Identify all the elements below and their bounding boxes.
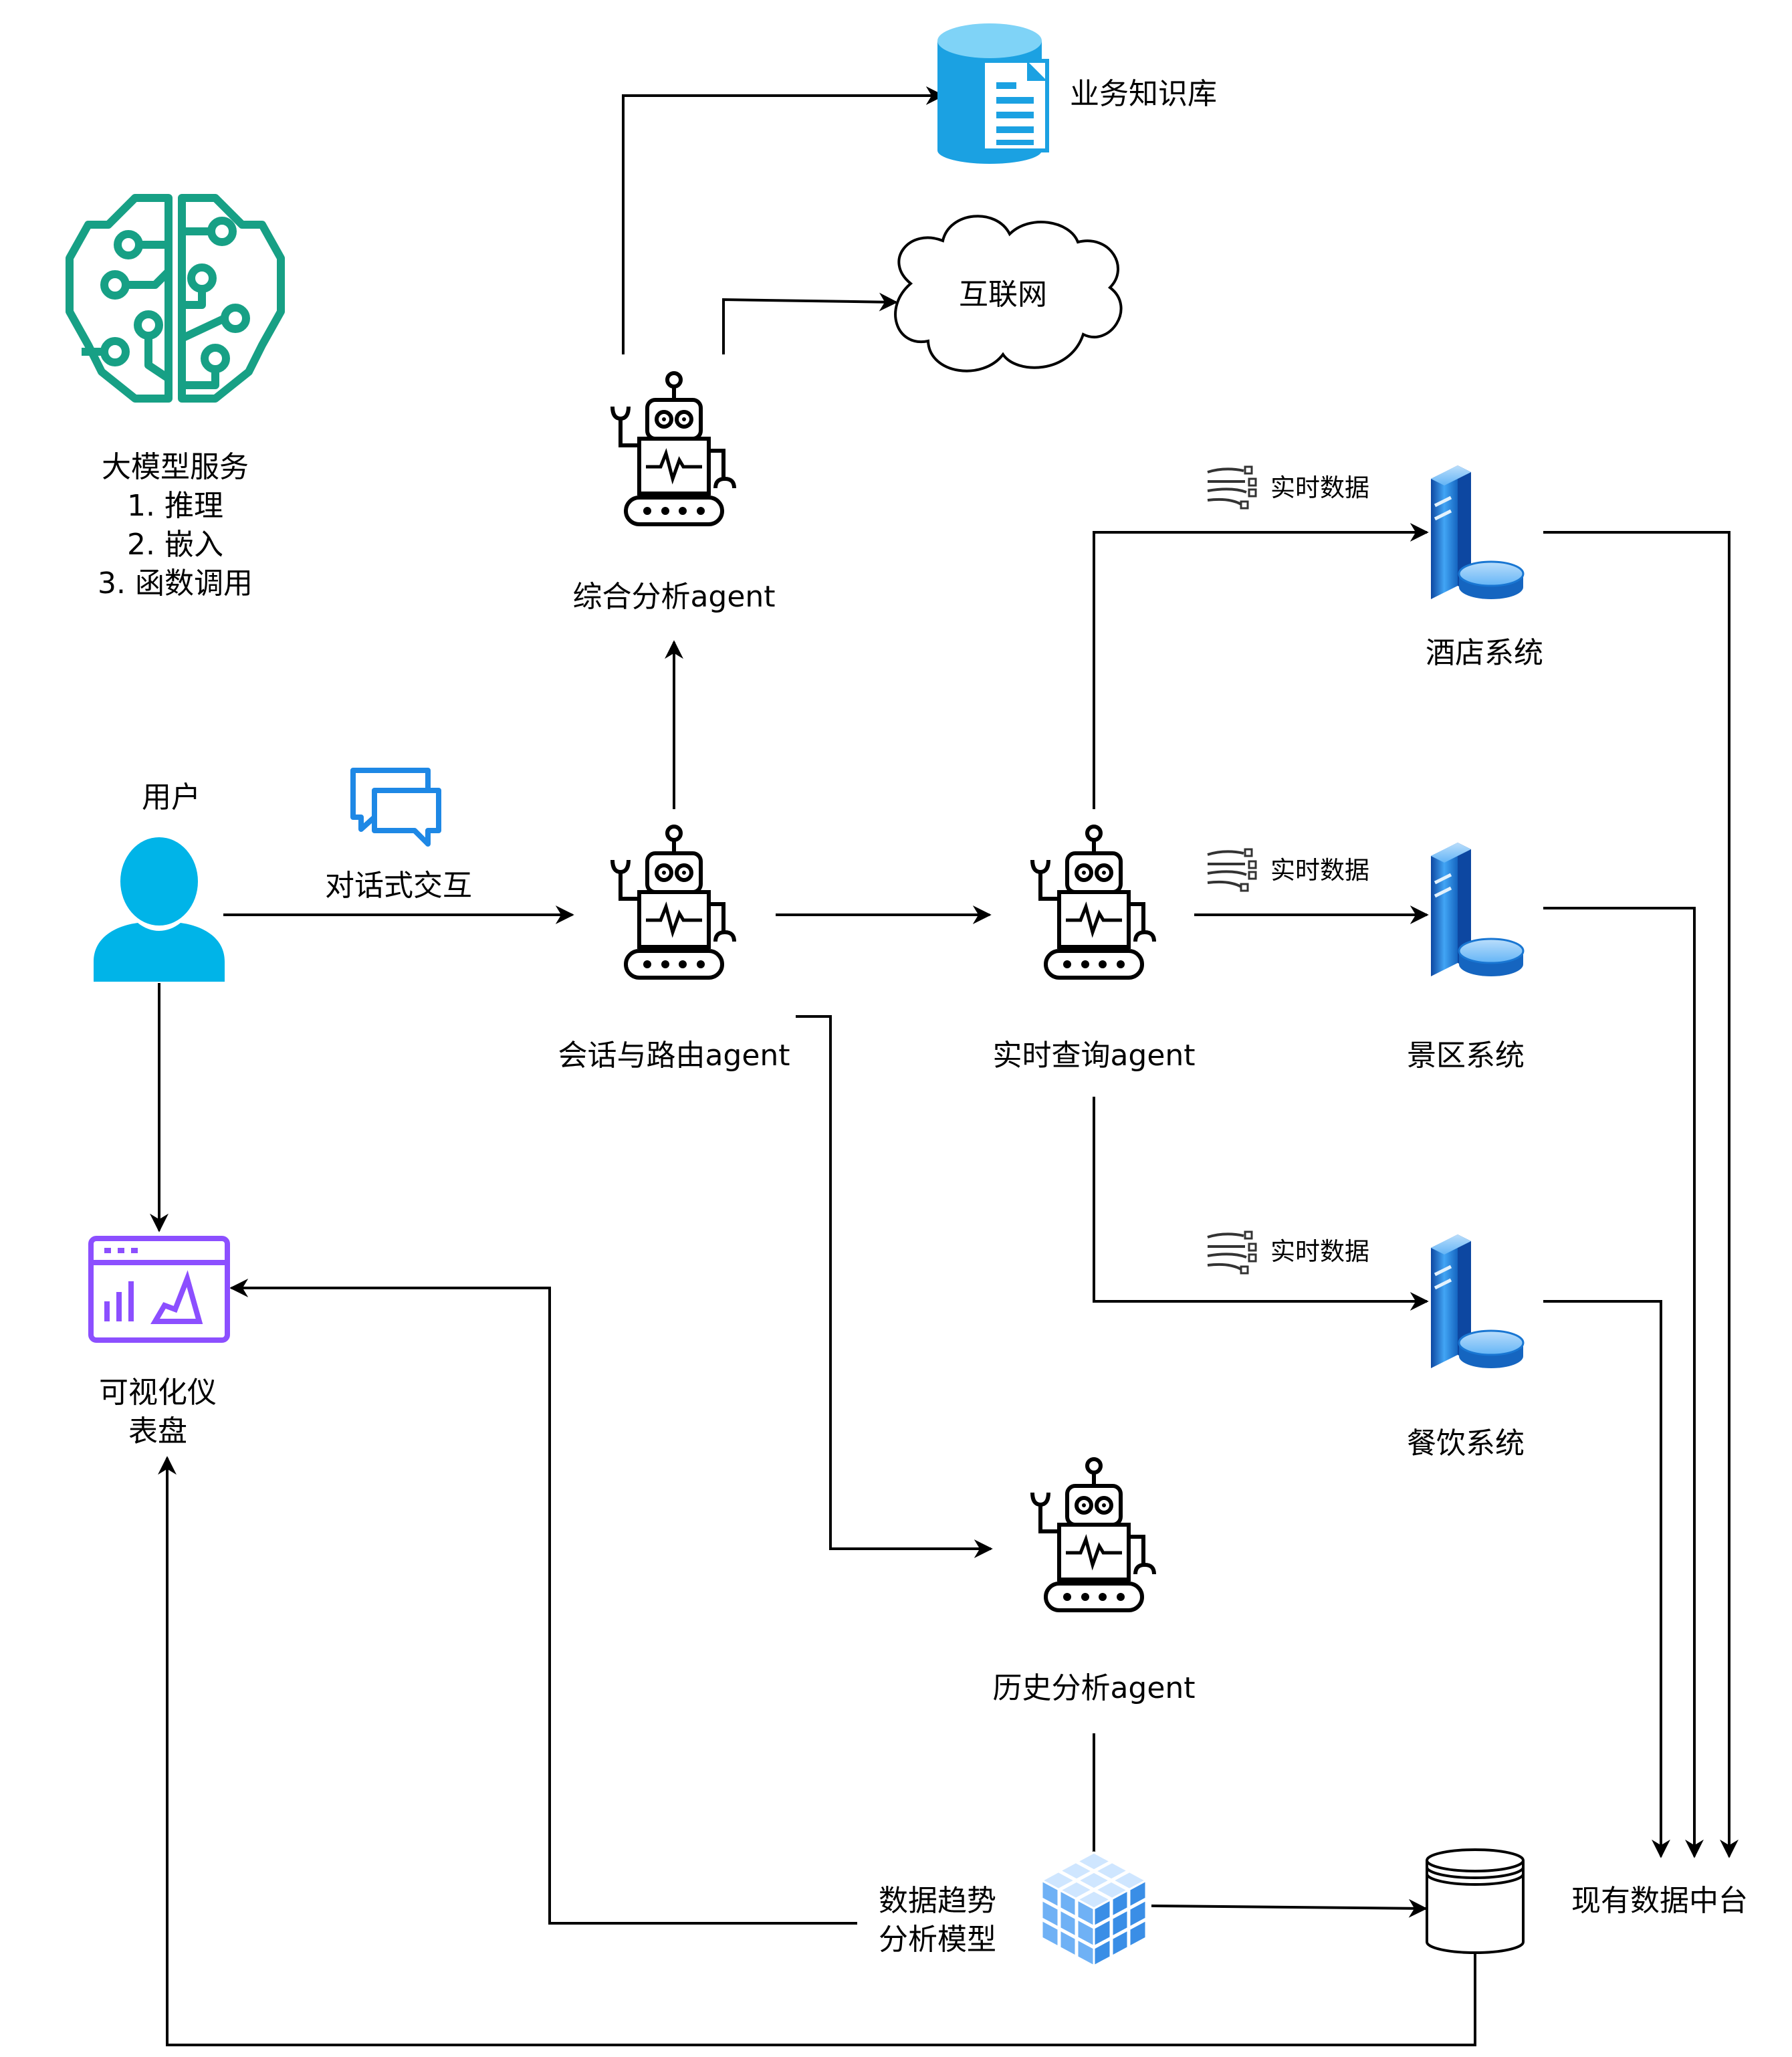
dining-server-icon	[1431, 1234, 1523, 1368]
realtime-data-icon	[1206, 465, 1257, 510]
scenic-system-label: 景区系统	[1407, 1039, 1525, 1073]
realtime-data-label: 实时数据	[1270, 473, 1369, 502]
trend-model-label-line: 数据趋势	[879, 1884, 996, 1918]
edge-router-to-history	[796, 1015, 993, 1558]
edge-dining-to-platform	[1543, 1300, 1670, 1858]
llm-service-title: 大模型服务	[102, 450, 249, 484]
edge-analysis-to-knowledge	[622, 86, 945, 354]
realtime-data-label: 实时数据	[1270, 1237, 1369, 1266]
dashboard-label-line: 可视化仪	[99, 1376, 217, 1410]
dialog-label: 对话式交互	[325, 869, 472, 903]
realtime-data-label: 实时数据	[1270, 856, 1369, 885]
realtime-agent-robot-icon	[1032, 827, 1154, 978]
llm-service-item: 1. 推理	[127, 489, 223, 523]
edge-analysis-to-internet	[722, 292, 898, 354]
edge-storage-to-dashboard	[158, 1456, 1476, 2046]
history-agent-robot-icon	[1032, 1459, 1154, 1610]
edge-hotel-to-platform	[1543, 531, 1739, 1858]
scenic-server-icon	[1431, 843, 1523, 976]
user-icon	[94, 837, 225, 982]
edge-realtime-to-hotel	[1093, 523, 1429, 809]
edge-trend-to-storage	[1151, 1899, 1428, 1918]
storage-cylinder-icon	[1426, 1848, 1525, 1954]
connectors	[150, 86, 1739, 2046]
cloud-icon	[894, 215, 1123, 372]
llm-service-item: 3. 函数调用	[98, 566, 253, 601]
user-label: 用户	[142, 780, 201, 815]
history-agent-label: 历史分析agent	[992, 1671, 1196, 1705]
analysis-agent-label: 综合分析agent	[572, 580, 776, 614]
data-platform-label: 现有数据中台	[1571, 1884, 1748, 1918]
hotel-server-icon	[1431, 465, 1523, 599]
cube-icon	[1039, 1851, 1149, 1968]
dashboard-label-line: 表盘	[128, 1414, 187, 1448]
dashboard-icon	[88, 1236, 230, 1343]
analysis-agent-robot-icon	[612, 373, 734, 524]
llm-service-item: 2. 嵌入	[127, 528, 223, 562]
dining-system-label: 餐饮系统	[1407, 1426, 1525, 1460]
hotel-system-label: 酒店系统	[1426, 636, 1543, 670]
router-agent-robot-icon	[612, 827, 734, 978]
database-icon	[937, 23, 1049, 164]
trend-model-label: 数据趋势 分析模型	[879, 1882, 996, 1959]
llm-service-label: 大模型服务 1. 推理 2. 嵌入 3. 函数调用	[98, 448, 253, 603]
realtime-data-icon	[1206, 1230, 1257, 1275]
trend-model-label-line: 分析模型	[879, 1923, 996, 1957]
realtime-agent-label: 实时查询agent	[992, 1039, 1196, 1073]
edge-trend-to-dashboard	[229, 1279, 857, 1925]
dashboard-label: 可视化仪 表盘	[99, 1374, 217, 1451]
brain-icon	[66, 194, 285, 403]
edge-scenic-to-platform	[1543, 907, 1704, 1858]
chat-bubbles-icon	[350, 768, 441, 847]
knowledge-base-label: 业务知识库	[1070, 77, 1217, 111]
router-agent-label: 会话与路由agent	[558, 1039, 790, 1073]
realtime-data-icon	[1206, 848, 1257, 892]
edge-realtime-to-dining	[1093, 1097, 1429, 1311]
internet-label: 互联网	[959, 278, 1047, 312]
